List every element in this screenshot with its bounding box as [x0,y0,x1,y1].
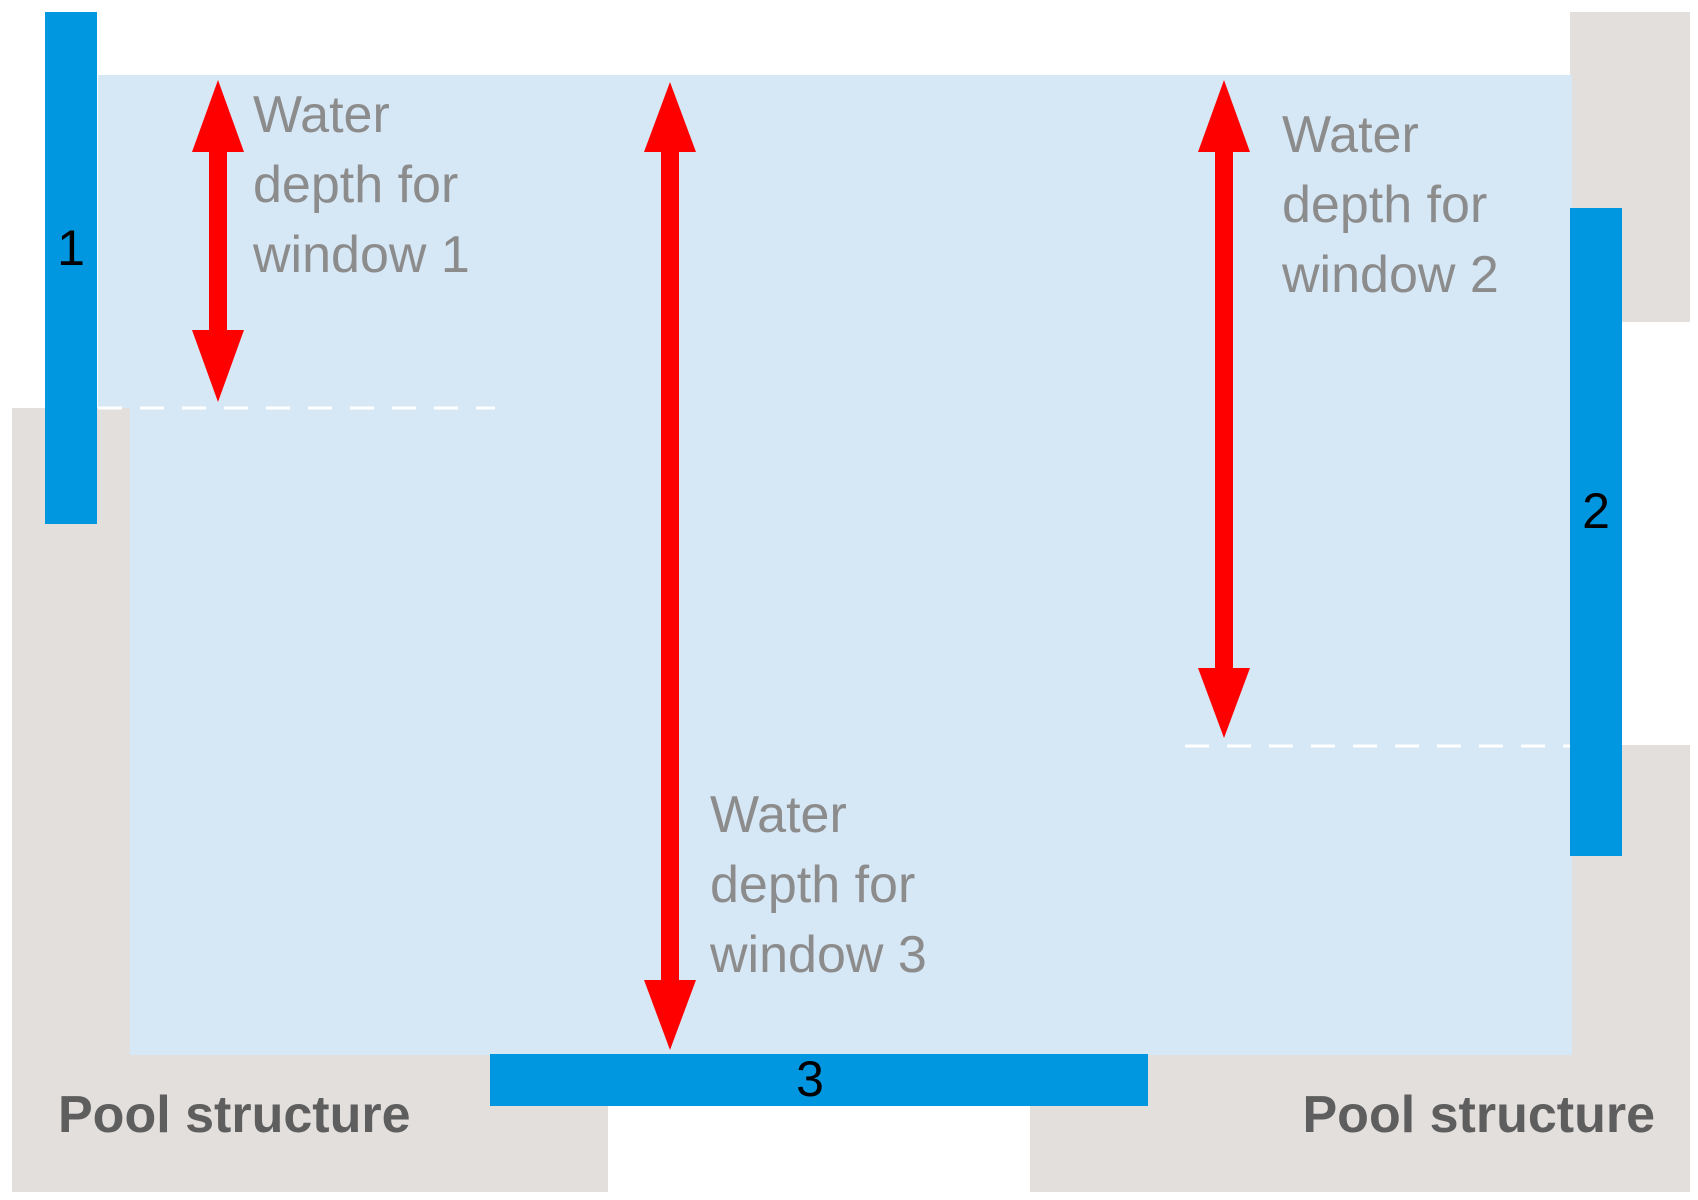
depth-label-window-2: Water depth for window 2 [1281,106,1502,304]
window-1 [45,12,97,524]
window-3-label: 3 [796,1051,824,1107]
water-upper [98,75,1572,408]
pool-structure-label-right: Pool structure [1303,1086,1656,1144]
depth-label-window-3: Water depth for window 3 [709,786,930,984]
depth-arrow-window-2 [1198,80,1250,738]
pool-structure-label-left: Pool structure [58,1086,411,1144]
depth-arrow-window-1 [192,80,244,402]
window-1-label: 1 [57,220,85,276]
window-2 [1570,208,1622,856]
depth-label-window-1: Water depth for window 1 [252,86,473,284]
window-2-label: 2 [1582,483,1610,539]
water-lower [130,405,1572,1055]
window-3 [490,1054,1148,1106]
depth-arrow-window-3 [644,82,696,1050]
